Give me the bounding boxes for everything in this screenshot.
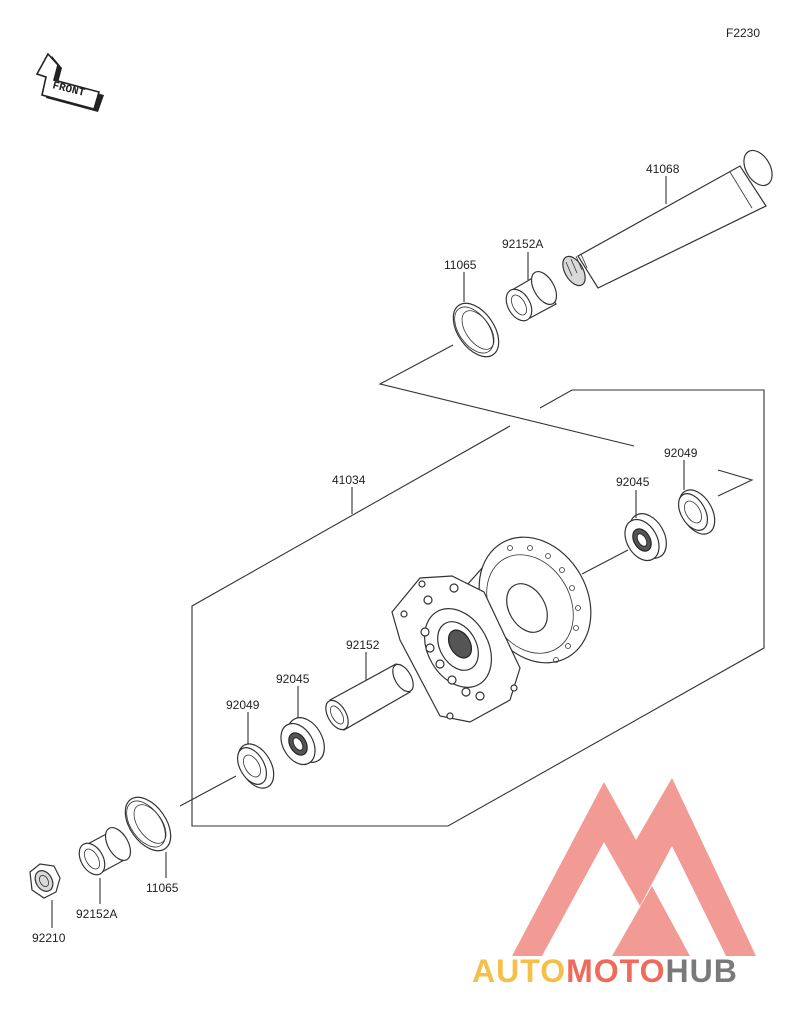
label-92210: 92210 <box>32 931 66 945</box>
label-92049-right: 92049 <box>664 446 698 460</box>
label-92045-left: 92045 <box>276 672 310 686</box>
cap-11065-upper <box>452 302 500 358</box>
watermark-auto: AUTO <box>472 953 566 989</box>
label-92152a-lower: 92152A <box>76 907 117 921</box>
cap-11065-lower <box>124 796 172 852</box>
seal-92049-left <box>236 743 275 789</box>
watermark-text: AUTOMOTOHUB <box>472 953 738 989</box>
label-11065-lower: 11065 <box>146 881 179 895</box>
axle-41068 <box>562 149 773 289</box>
nut-92210 <box>29 863 61 899</box>
label-41068: 41068 <box>646 162 680 176</box>
front-arrow-icon: FRONT <box>35 52 104 112</box>
bearing-92045-left <box>280 717 325 766</box>
watermark-hub: HUB <box>665 953 737 989</box>
bearing-92045-right <box>624 513 667 562</box>
label-92045-right: 92045 <box>616 475 650 489</box>
watermark-moto: MOTO <box>566 953 665 989</box>
collar-92152a-lower <box>78 827 132 876</box>
watermark-logo <box>512 778 756 956</box>
collar-92152a-upper <box>505 271 558 322</box>
seal-92049-right <box>677 489 716 535</box>
label-41034: 41034 <box>332 473 366 487</box>
hub-41034 <box>391 536 592 723</box>
diagram-code: F2230 <box>726 26 760 40</box>
label-11065-upper: 11065 <box>444 258 477 272</box>
spacer-92152 <box>325 663 414 731</box>
label-92152a-upper: 92152A <box>502 237 543 251</box>
label-92152: 92152 <box>346 638 380 652</box>
label-92049-left: 92049 <box>226 698 260 712</box>
